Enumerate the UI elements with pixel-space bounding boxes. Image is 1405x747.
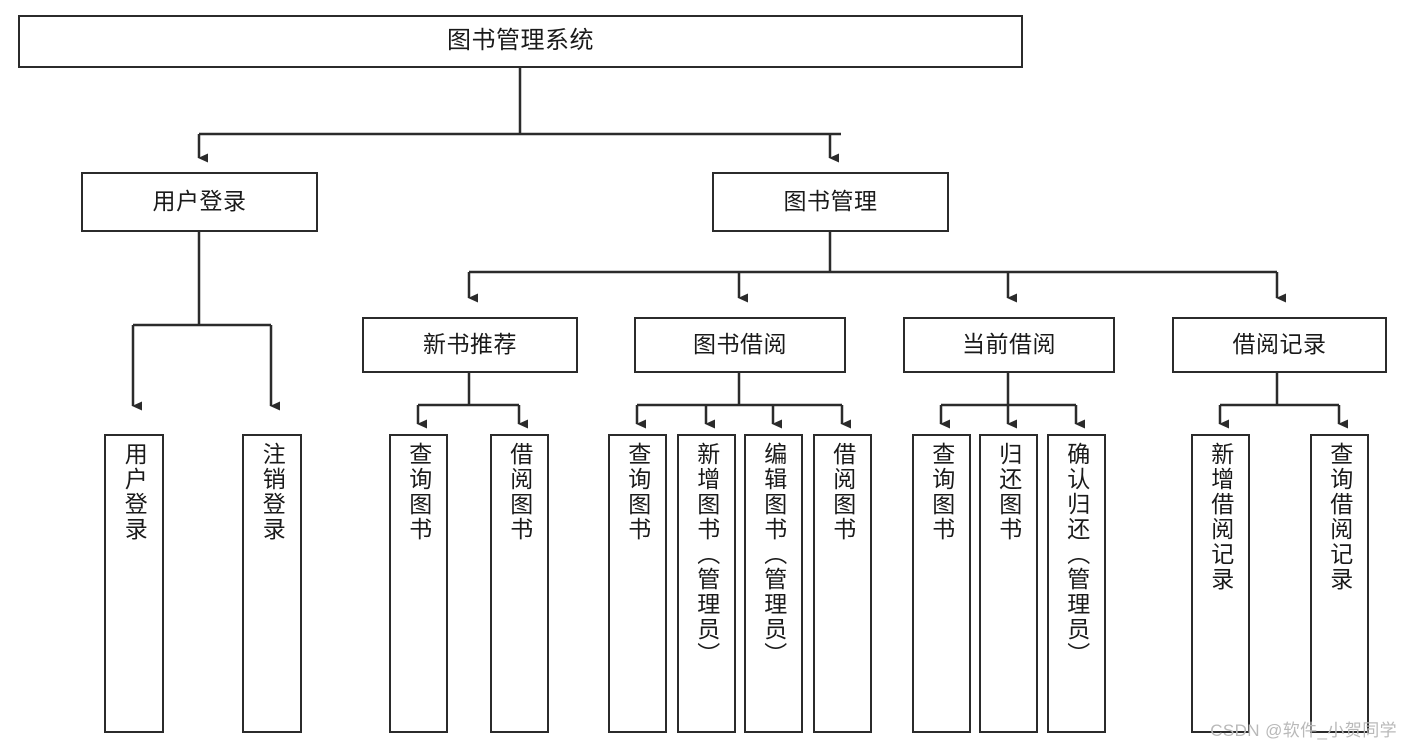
node-label: 图书管理系统	[447, 27, 594, 55]
node-label: 新书推荐	[423, 331, 517, 358]
leaf-query-book-current[interactable]: 查询图书	[912, 434, 971, 733]
node-label: 编辑图书（管理员）	[760, 442, 787, 667]
node-label: 用户登录	[152, 188, 247, 215]
node-label: 图书管理	[783, 188, 878, 215]
node-label: 借阅图书	[506, 442, 533, 542]
node-label: 归还图书	[995, 442, 1022, 542]
node-label: 查询借阅记录	[1326, 442, 1353, 592]
node-label: 借阅记录	[1232, 331, 1327, 358]
leaf-add-book-admin[interactable]: 新增图书（管理员）	[677, 434, 736, 733]
node-label: 新增借阅记录	[1207, 442, 1234, 592]
node-user-login[interactable]: 用户登录	[81, 172, 318, 232]
leaf-user-login[interactable]: 用户登录	[104, 434, 164, 733]
leaf-borrow-book[interactable]: 借阅图书	[813, 434, 872, 733]
watermark-text: CSDN @软件_小贺同学	[1210, 721, 1397, 740]
node-book-borrow[interactable]: 图书借阅	[634, 317, 846, 373]
node-root-system[interactable]: 图书管理系统	[18, 15, 1023, 68]
leaf-query-book-borrow[interactable]: 查询图书	[608, 434, 667, 733]
leaf-edit-book-admin[interactable]: 编辑图书（管理员）	[744, 434, 803, 733]
node-label: 图书借阅	[693, 331, 787, 358]
node-label: 查询图书	[405, 442, 432, 542]
node-label: 查询图书	[928, 442, 955, 542]
node-label: 用户登录	[121, 442, 148, 542]
leaf-return-book[interactable]: 归还图书	[979, 434, 1038, 733]
node-new-book-recommend[interactable]: 新书推荐	[362, 317, 578, 373]
leaf-add-borrow-record[interactable]: 新增借阅记录	[1191, 434, 1250, 733]
node-borrow-record[interactable]: 借阅记录	[1172, 317, 1387, 373]
node-label: 查询图书	[624, 442, 651, 542]
node-book-management[interactable]: 图书管理	[712, 172, 949, 232]
leaf-confirm-return-admin[interactable]: 确认归还（管理员）	[1047, 434, 1106, 733]
leaf-query-borrow-record[interactable]: 查询借阅记录	[1310, 434, 1369, 733]
node-current-borrow[interactable]: 当前借阅	[903, 317, 1115, 373]
leaf-logout[interactable]: 注销登录	[242, 434, 302, 733]
node-label: 当前借阅	[962, 331, 1056, 358]
node-label: 确认归还（管理员）	[1063, 442, 1090, 667]
node-label: 借阅图书	[829, 442, 856, 542]
leaf-borrow-book-recommend[interactable]: 借阅图书	[490, 434, 549, 733]
node-label: 新增图书（管理员）	[693, 442, 720, 667]
node-label: 注销登录	[259, 442, 286, 542]
leaf-query-book-recommend[interactable]: 查询图书	[389, 434, 448, 733]
